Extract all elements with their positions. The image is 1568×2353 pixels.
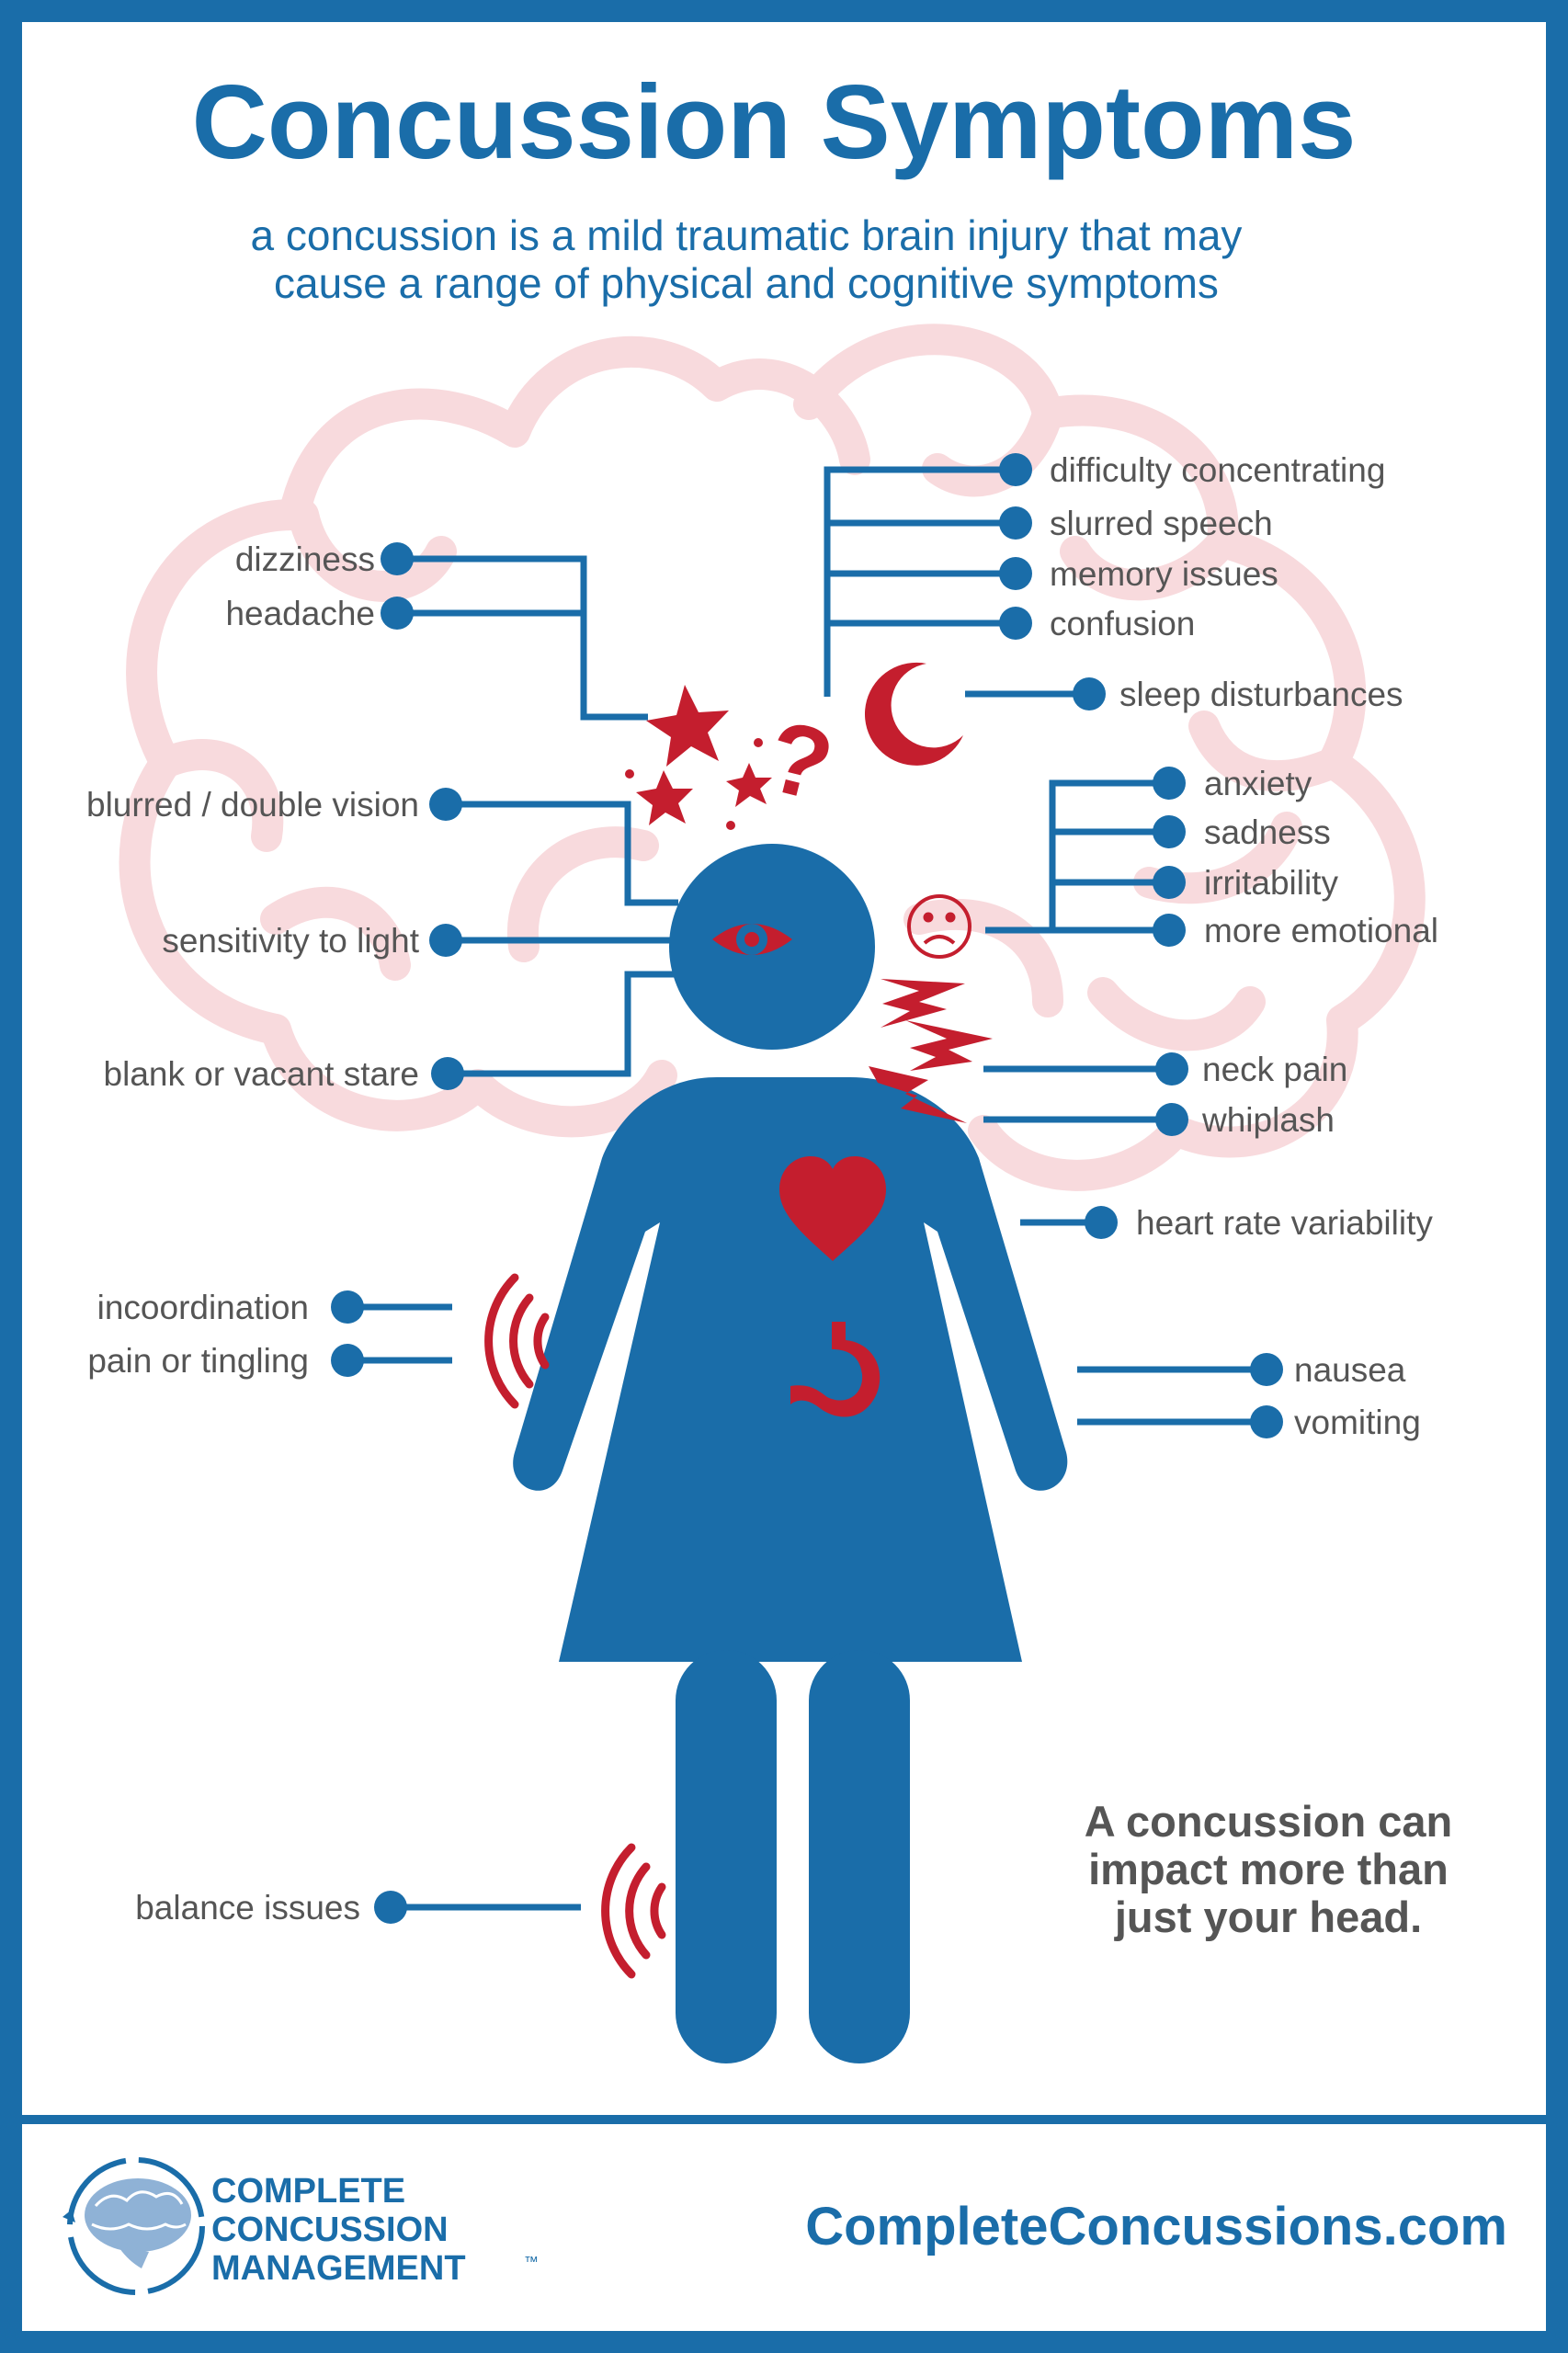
label-sadness: sadness	[1204, 813, 1331, 851]
label-sensitivity-to-light: sensitivity to light	[162, 922, 419, 960]
logo-line-3: MANAGEMENT	[211, 2249, 466, 2288]
label-vomiting: vomiting	[1294, 1404, 1421, 1441]
website-link[interactable]: CompleteConcussions.com	[805, 2197, 1507, 2256]
label-anxiety: anxiety	[1204, 765, 1312, 802]
connector-vision	[429, 788, 678, 1090]
logo-line-1: COMPLETE	[211, 2172, 405, 2211]
person-right-leg	[809, 1650, 910, 2063]
label-memory-issues: memory issues	[1050, 555, 1278, 593]
label-blurred-vision: blurred / double vision	[86, 786, 419, 824]
label-sleep-disturbances: sleep disturbances	[1119, 676, 1403, 713]
person-figure	[513, 844, 1068, 2063]
connector-heart-rate	[1020, 1206, 1118, 1239]
subtitle-line-2: cause a range of physical and cognitive …	[274, 259, 1219, 307]
label-neck-pain: neck pain	[1202, 1051, 1347, 1088]
label-slurred-speech: slurred speech	[1050, 505, 1273, 542]
eye-icon	[712, 924, 792, 955]
label-confusion: confusion	[1050, 605, 1195, 642]
person-left-leg	[676, 1650, 777, 2063]
connector-cognitive	[824, 453, 1032, 697]
subtitle-line-1: a concussion is a mild traumatic brain i…	[251, 211, 1243, 259]
label-whiplash: whiplash	[1201, 1101, 1335, 1139]
logo-trademark: ™	[524, 2255, 539, 2270]
label-irritability: irritability	[1204, 864, 1338, 902]
connector-emotional	[985, 767, 1186, 947]
person-body	[513, 1077, 1068, 1662]
logo-line-2: CONCUSSION	[211, 2211, 449, 2249]
lightning-icon	[869, 979, 993, 1123]
vibration-icon	[601, 1843, 666, 1979]
connector-balance	[374, 1891, 581, 1924]
heart-icon	[779, 1156, 886, 1261]
brain-logo-icon	[62, 2157, 205, 2295]
label-blank-stare: blank or vacant stare	[104, 1055, 419, 1093]
vibration-icon	[484, 1273, 550, 1409]
brain-outline-icon	[119, 324, 1426, 1191]
page-title: Concussion Symptoms	[192, 64, 1357, 181]
label-balance-issues: balance issues	[135, 1889, 360, 1927]
label-heart-rate-variability: heart rate variability	[1136, 1204, 1433, 1242]
label-difficulty-concentrating: difficulty concentrating	[1050, 451, 1385, 489]
callout-line-1: A concussion can	[1085, 1797, 1452, 1846]
question-mark-icon: ?	[756, 699, 844, 824]
connector-neck	[983, 1052, 1188, 1136]
label-dizziness: dizziness	[235, 540, 375, 578]
connector-incoordination	[331, 1290, 452, 1377]
sad-face-icon	[907, 894, 971, 959]
callout-line-3: just your head.	[1114, 1893, 1422, 1941]
label-headache: headache	[225, 595, 375, 632]
callout-line-2: impact more than	[1088, 1845, 1449, 1893]
star-icon	[625, 685, 772, 830]
connector-sleep	[965, 677, 1106, 710]
label-more-emotional: more emotional	[1204, 912, 1438, 949]
label-pain-or-tingling: pain or tingling	[87, 1342, 309, 1380]
label-nausea: nausea	[1294, 1351, 1406, 1389]
stomach-icon	[790, 1322, 881, 1417]
label-incoordination: incoordination	[97, 1289, 309, 1326]
connector-dizziness-headache	[381, 542, 648, 721]
connector-nausea	[1077, 1353, 1283, 1438]
moon-icon	[864, 662, 963, 766]
